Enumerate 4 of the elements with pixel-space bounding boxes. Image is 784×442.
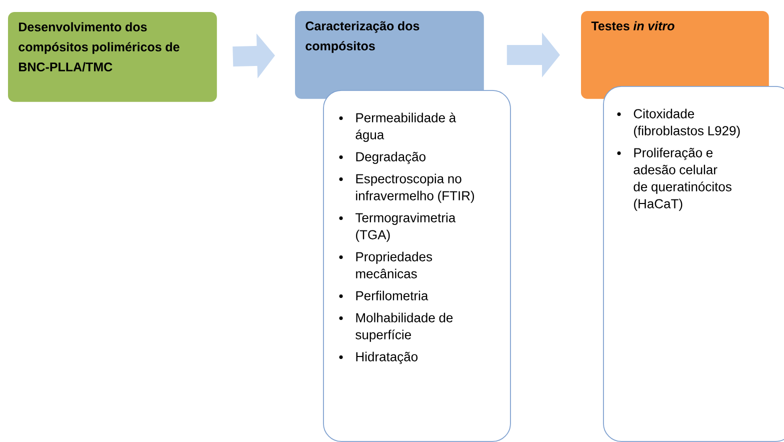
step-box: Desenvolvimento dos compósitos poliméricos de BNC-PLLA/TMC (8, 12, 217, 102)
list-box: Permeabilidade à água Degradação Espectroscopia no infravermelho (FTIR) Termogravimetria (TGA) Propriedades mecânicas Perfilometria Molhabilidade de superfície Hidratação (323, 90, 511, 442)
step-box: Caracterização dos compósitos (295, 11, 484, 99)
list-box: Citoxidade (fibroblastos L929) Proliferação e adesão celular de queratinócitos (HaCaT) (603, 86, 784, 442)
